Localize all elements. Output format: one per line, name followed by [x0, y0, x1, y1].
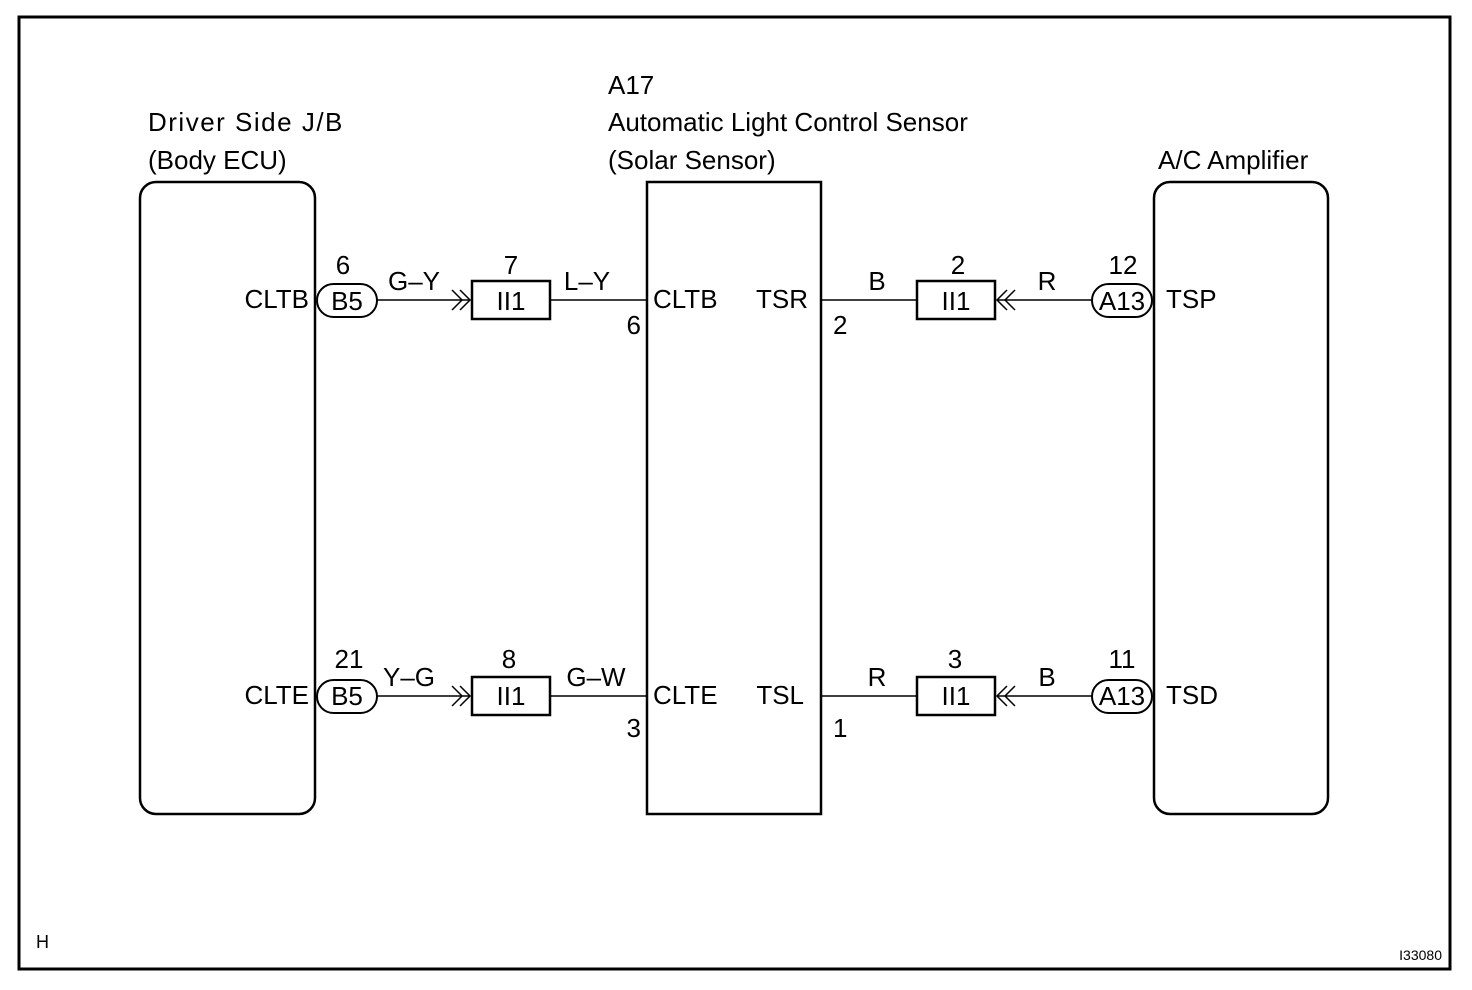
- ac-amp-pin-tsp: TSP: [1166, 284, 1217, 314]
- wire-b-top-color: B: [868, 266, 885, 296]
- wire-r-top-arrow: [995, 289, 1016, 311]
- connector-ii1-top-right-label: II1: [942, 286, 971, 316]
- sensor-pinnum-2: 2: [833, 310, 847, 340]
- wire-yg-color: Y–G: [383, 662, 435, 692]
- sensor-title: Automatic Light Control Sensor: [608, 107, 968, 137]
- driver-jb-box: [138, 180, 317, 816]
- connector-ii1-top-left-pin: 7: [504, 250, 518, 280]
- sensor-pinnum-3: 3: [627, 713, 641, 743]
- connector-a13-bottom: [1091, 679, 1153, 714]
- ac-amp-box: [1152, 180, 1330, 816]
- connector-ii1-top-right: [915, 279, 997, 321]
- connector-a13-top: [1091, 283, 1153, 318]
- ac-amp-title: A/C Amplifier: [1158, 145, 1309, 175]
- wire-r-bottom-color: R: [868, 662, 887, 692]
- connector-ii1-bottom-left-pin: 8: [502, 644, 516, 674]
- connector-b5-bottom-pin: 21: [335, 644, 364, 674]
- wire-ly-color: L–Y: [564, 266, 610, 296]
- sensor-pinnum-6: 6: [627, 310, 641, 340]
- connector-a13-top-pin: 12: [1109, 250, 1138, 280]
- driver-jb-pin-cltb: CLTB: [244, 284, 309, 314]
- connector-ii1-top-left-label: II1: [497, 286, 526, 316]
- sensor-pin-cltb: CLTB: [653, 284, 718, 314]
- connector-b5-top-pin: 6: [336, 250, 350, 280]
- connector-ii1-bottom-left: [470, 675, 552, 717]
- sensor-box: [645, 180, 823, 816]
- connector-a13-bottom-label: A13: [1099, 681, 1145, 711]
- sensor-pinnum-1: 1: [833, 713, 847, 743]
- wire-gy-color: G–Y: [388, 266, 440, 296]
- connector-ii1-bottom-left-label: II1: [497, 681, 526, 711]
- wire-yg-arrow: [451, 685, 472, 707]
- connector-ii1-bottom-right-label: II1: [942, 681, 971, 711]
- connector-ii1-top-right-pin: 2: [951, 250, 965, 280]
- driver-jb-subtitle: (Body ECU): [148, 145, 287, 175]
- driver-jb-pin-clte: CLTE: [244, 680, 309, 710]
- sensor-pin-tsl: TSL: [756, 680, 804, 710]
- wire-gw-color: G–W: [566, 662, 626, 692]
- sensor-pin-clte: CLTE: [653, 680, 718, 710]
- wire-b-bottom-color: B: [1038, 662, 1055, 692]
- figure-id: I33080: [1399, 947, 1442, 963]
- sensor-code: A17: [608, 70, 654, 100]
- wire-r-top-color: R: [1038, 266, 1057, 296]
- connector-a13-bottom-pin: 11: [1109, 644, 1136, 674]
- driver-jb-title: Driver Side J/B: [148, 107, 344, 137]
- connector-a13-top-label: A13: [1099, 286, 1145, 316]
- connector-ii1-bottom-right-pin: 3: [948, 644, 962, 674]
- sensor-subtitle: (Solar Sensor): [608, 145, 776, 175]
- connector-ii1-top-left: [470, 279, 552, 321]
- wire-b-bottom-arrow: [995, 685, 1016, 707]
- diagram-frame: [17, 15, 1452, 971]
- corner-label: H: [36, 932, 49, 952]
- connector-b5-bottom-label: B5: [331, 681, 363, 711]
- sensor-pin-tsr: TSR: [756, 284, 808, 314]
- connector-ii1-bottom-right: [915, 675, 997, 717]
- wire-gy-arrow: [451, 289, 472, 311]
- connector-b5-top-label: B5: [331, 286, 363, 316]
- ac-amp-pin-tsd: TSD: [1166, 680, 1218, 710]
